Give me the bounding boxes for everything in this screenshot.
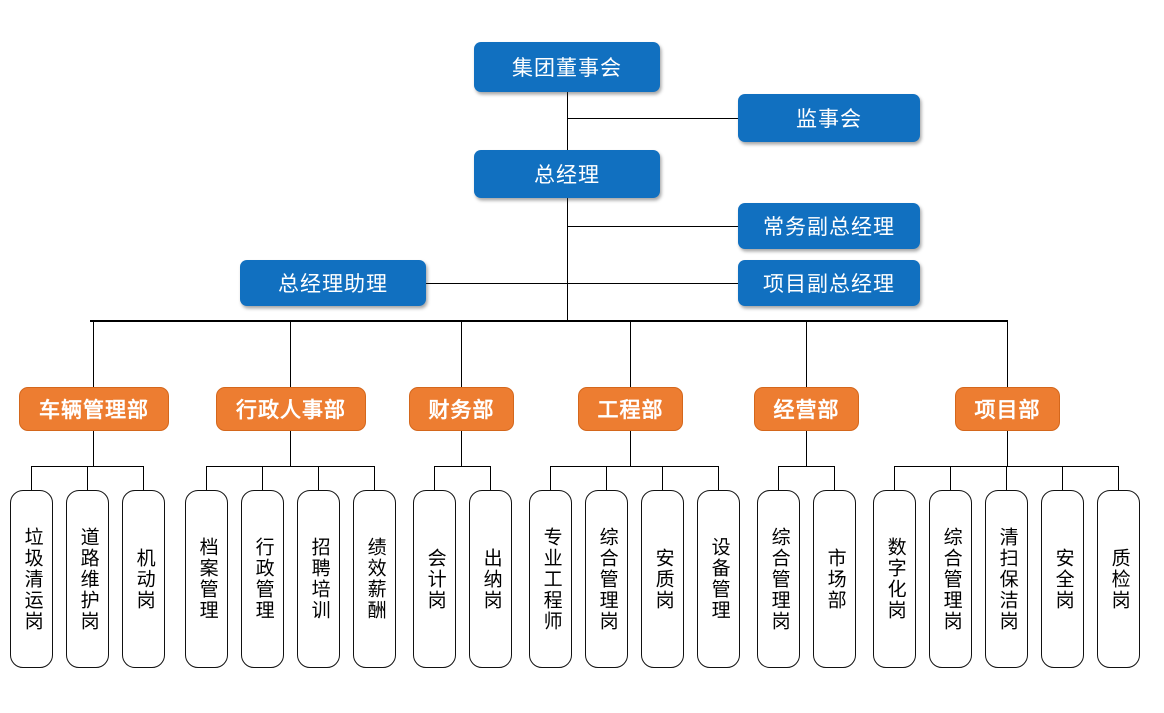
drop-leaf-15	[894, 466, 895, 490]
drop-leaf-6	[374, 466, 375, 490]
leaf-node[interactable]: 市场部	[813, 490, 856, 668]
drop-to-engineering	[630, 320, 631, 387]
stub-administration-hr	[290, 425, 291, 467]
drop-to-operations	[806, 320, 807, 387]
leaf-label: 设备管理	[708, 537, 730, 621]
leaf-node[interactable]: 档案管理	[185, 490, 228, 668]
stub-finance	[461, 425, 462, 467]
drop-leaf-18	[1062, 466, 1063, 490]
leaf-node[interactable]: 招聘培训	[297, 490, 340, 668]
drop-to-administration-hr	[290, 320, 291, 387]
leaf-label: 质检岗	[1108, 547, 1130, 611]
node-project-deputy-gm[interactable]: 项目副总经理	[738, 260, 920, 306]
leaf-node[interactable]: 质检岗	[1097, 490, 1140, 668]
leaf-label: 道路维护岗	[77, 526, 99, 632]
spine-gm-to-bus	[567, 197, 568, 321]
drop-leaf-19	[1118, 466, 1119, 490]
node-dept-operations[interactable]: 经营部	[754, 387, 859, 431]
leaf-label: 市场部	[824, 547, 846, 611]
drop-leaf-1	[87, 466, 88, 490]
leaf-node[interactable]: 数字化岗	[873, 490, 916, 668]
node-dept-finance[interactable]: 财务部	[409, 387, 514, 431]
leaf-label: 垃圾清运岗	[21, 526, 43, 632]
leaf-label: 行政管理	[252, 537, 274, 621]
leaf-node[interactable]: 安质岗	[641, 490, 684, 668]
stub-engineering	[630, 425, 631, 467]
leaf-label: 绩效薪酬	[364, 537, 386, 621]
leaf-node[interactable]: 清扫保洁岗	[985, 490, 1028, 668]
leaf-node[interactable]: 出纳岗	[469, 490, 512, 668]
node-dept-engineering[interactable]: 工程部	[578, 387, 683, 431]
department-bus	[90, 320, 1008, 322]
leaf-label: 综合管理岗	[940, 526, 962, 632]
drop-to-finance	[461, 320, 462, 387]
node-general-manager[interactable]: 总经理	[474, 150, 660, 198]
leaf-node[interactable]: 专业工程师	[529, 490, 572, 668]
drop-to-vehicle-management	[93, 320, 94, 387]
stub-vehicle-management	[93, 425, 94, 467]
connector-gm-project-deputy	[567, 283, 738, 284]
leaf-label: 会计岗	[424, 547, 446, 611]
leaf-label: 综合管理岗	[768, 526, 790, 632]
leaf-node[interactable]: 综合管理岗	[929, 490, 972, 668]
leaf-label: 清扫保洁岗	[996, 526, 1018, 632]
drop-leaf-12	[718, 466, 719, 490]
leaf-label: 安全岗	[1052, 547, 1074, 611]
leaf-label: 招聘培训	[308, 537, 330, 621]
leaf-label: 数字化岗	[884, 537, 906, 621]
stub-project	[1007, 425, 1008, 467]
node-board[interactable]: 集团董事会	[474, 42, 660, 92]
drop-to-project	[1007, 320, 1008, 387]
bus-administration-hr	[206, 466, 375, 467]
drop-leaf-0	[31, 466, 32, 490]
leaf-node[interactable]: 行政管理	[241, 490, 284, 668]
connector-gm-supervisory	[567, 118, 738, 119]
leaf-node[interactable]: 道路维护岗	[66, 490, 109, 668]
node-gm-assistant[interactable]: 总经理助理	[240, 260, 426, 306]
bus-operations	[778, 466, 835, 467]
spine-board-to-gm	[567, 92, 568, 153]
drop-leaf-16	[950, 466, 951, 490]
leaf-node[interactable]: 垃圾清运岗	[10, 490, 53, 668]
drop-leaf-17	[1006, 466, 1007, 490]
bus-finance	[434, 466, 491, 467]
leaf-label: 综合管理岗	[596, 526, 618, 632]
leaf-label: 安质岗	[652, 547, 674, 611]
drop-leaf-14	[834, 466, 835, 490]
drop-leaf-10	[606, 466, 607, 490]
drop-leaf-8	[490, 466, 491, 490]
drop-leaf-3	[206, 466, 207, 490]
leaf-label: 出纳岗	[480, 547, 502, 611]
drop-leaf-11	[662, 466, 663, 490]
leaf-label: 专业工程师	[540, 526, 562, 632]
bus-engineering	[550, 466, 719, 467]
node-dept-administration-hr[interactable]: 行政人事部	[216, 387, 366, 431]
leaf-node[interactable]: 综合管理岗	[757, 490, 800, 668]
connector-gm-assistant	[425, 283, 568, 284]
node-supervisory-board[interactable]: 监事会	[738, 94, 920, 142]
leaf-node[interactable]: 设备管理	[697, 490, 740, 668]
drop-leaf-4	[262, 466, 263, 490]
node-dept-vehicle-management[interactable]: 车辆管理部	[19, 387, 169, 431]
drop-leaf-5	[318, 466, 319, 490]
node-dept-project[interactable]: 项目部	[955, 387, 1060, 431]
leaf-node[interactable]: 机动岗	[122, 490, 165, 668]
drop-leaf-2	[143, 466, 144, 490]
stub-operations	[806, 425, 807, 467]
drop-leaf-7	[434, 466, 435, 490]
leaf-label: 机动岗	[133, 547, 155, 611]
leaf-label: 档案管理	[196, 537, 218, 621]
node-executive-deputy-gm[interactable]: 常务副总经理	[738, 203, 920, 249]
leaf-node[interactable]: 会计岗	[413, 490, 456, 668]
leaf-node[interactable]: 安全岗	[1041, 490, 1084, 668]
connector-gm-exec-deputy	[567, 226, 738, 227]
leaf-node[interactable]: 综合管理岗	[585, 490, 628, 668]
leaf-node[interactable]: 绩效薪酬	[353, 490, 396, 668]
drop-leaf-9	[550, 466, 551, 490]
drop-leaf-13	[778, 466, 779, 490]
